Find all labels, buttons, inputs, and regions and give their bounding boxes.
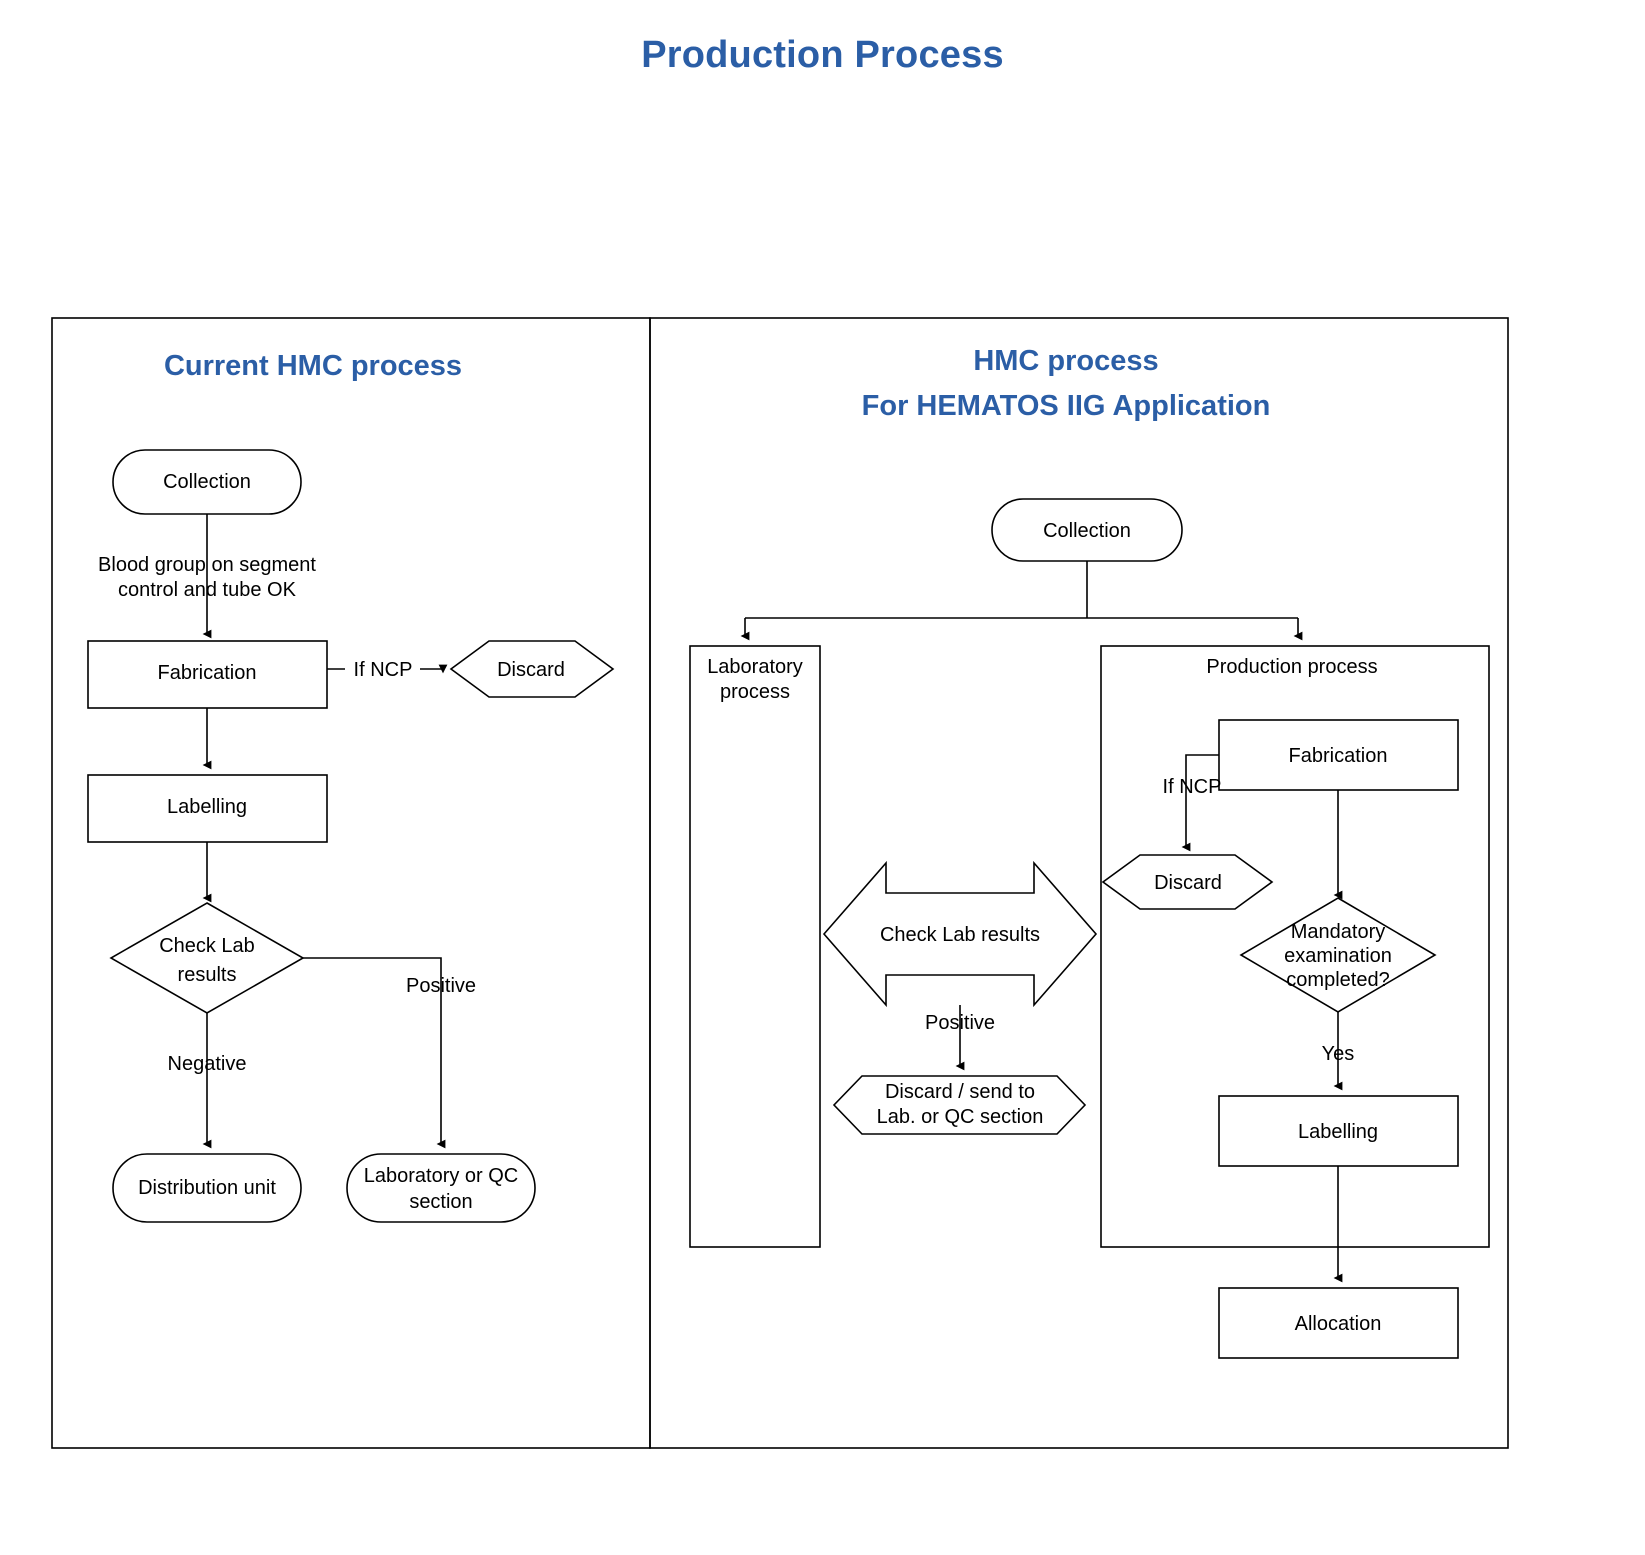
edge-positive-left [303, 957, 446, 1149]
container-production-process-label: Production process [1206, 656, 1377, 678]
container-laboratory-process-label-line2: process [720, 681, 790, 703]
container-laboratory-process-label-line1: Laboratory [707, 656, 803, 678]
node-labelling-left[interactable] [87, 774, 328, 843]
edge-collection-split-right [745, 561, 1298, 619]
node-check-lab-left-label-line2: results [178, 964, 237, 986]
node-discard-right-label: Discard [1154, 872, 1222, 894]
right-panel-frame [649, 317, 1509, 1449]
edge-label-ifncp-right: If NCP [1163, 776, 1222, 798]
node-distribution-unit-label: Distribution unit [138, 1177, 276, 1199]
right-panel-heading-line1: HMC process [973, 345, 1158, 377]
node-collection-right-label: Collection [1043, 520, 1131, 542]
node-discard-left-label: Discard [497, 659, 565, 681]
node-labelling-left-label: Labelling [167, 796, 247, 818]
node-laboratory-or-qc-section-label-line2: section [409, 1191, 472, 1213]
node-check-lab-results-double-arrow[interactable] [822, 860, 1098, 1008]
node-discard-send-label-line2: Lab. or QC section [877, 1106, 1044, 1128]
node-laboratory-or-qc-section[interactable] [346, 1153, 536, 1223]
node-labelling-right[interactable] [1218, 1095, 1459, 1167]
edge-label-bloodgroup-line2: control and tube OK [118, 579, 297, 601]
edge-label-bloodgroup-line1: Blood group on segment [98, 554, 316, 576]
node-discard-right[interactable] [1101, 854, 1274, 910]
node-labelling-right-label: Labelling [1298, 1121, 1378, 1143]
left-panel-heading: Current HMC process [164, 350, 462, 382]
edge-label-positive-right: Positive [925, 1012, 995, 1034]
node-fabrication-right[interactable] [1218, 719, 1459, 791]
node-discard-send-label-line1: Discard / send to [885, 1081, 1035, 1103]
page-title: Production Process [641, 34, 1004, 76]
container-laboratory-process[interactable] [689, 645, 821, 1248]
node-distribution-unit[interactable] [112, 1153, 302, 1223]
node-mandatory-examination-label-line2: examination [1284, 945, 1392, 967]
node-fabrication-right-label: Fabrication [1289, 745, 1388, 767]
node-mandatory-examination-label-line3: completed? [1286, 969, 1389, 991]
node-check-lab-results-double-arrow-label: Check Lab results [880, 924, 1040, 946]
right-panel-heading-line2: For HEMATOS IIG Application [862, 390, 1271, 422]
node-discard-send-to-lab[interactable] [832, 1075, 1087, 1135]
node-mandatory-examination-label-line1: Mandatory [1291, 921, 1386, 943]
node-collection-left-label: Collection [163, 471, 251, 493]
edge-label-yes-right: Yes [1322, 1043, 1355, 1065]
node-allocation-label: Allocation [1295, 1313, 1382, 1335]
container-production-process[interactable] [1100, 645, 1490, 1248]
edge-fabrication-to-discard-right [1181, 754, 1219, 852]
node-check-lab-left[interactable] [109, 902, 305, 1014]
node-fabrication-left-label: Fabrication [158, 662, 257, 684]
node-allocation[interactable] [1218, 1287, 1459, 1359]
node-check-lab-left-label-line1: Check Lab [159, 935, 255, 957]
edge-label-positive-left: Positive [406, 975, 476, 997]
edge-label-ifncp-left: If NCP [354, 659, 413, 681]
node-laboratory-or-qc-section-label-line1: Laboratory or QC [364, 1165, 519, 1187]
edge-label-negative-left: Negative [168, 1053, 247, 1075]
node-discard-left[interactable] [449, 640, 615, 698]
